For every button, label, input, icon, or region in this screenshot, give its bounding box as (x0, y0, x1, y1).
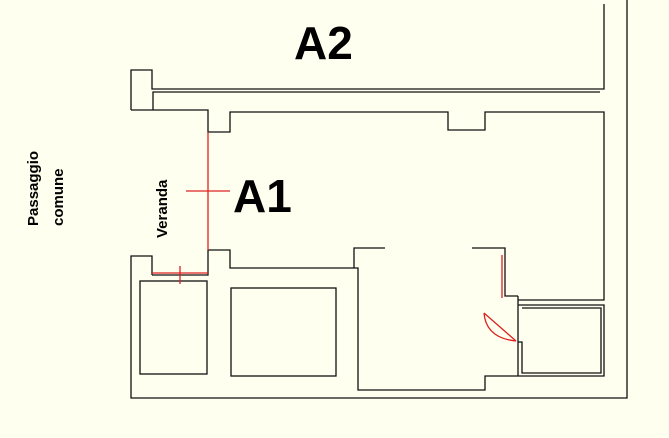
lower-rooms (139, 250, 337, 377)
openings (152, 132, 517, 342)
outer-boundary (130, 0, 628, 399)
veranda-label: Veranda (154, 179, 171, 238)
bathroom-door-leaf (483, 312, 517, 342)
bathroom-door-swing (483, 312, 517, 342)
bathroom-block (517, 296, 605, 377)
passage-label-line1: Passaggio (25, 151, 42, 226)
unit-a1-label: A1 (233, 170, 292, 222)
passage-label-line2: comune (50, 168, 67, 226)
unit-a1-walls (131, 109, 605, 391)
building-a2-outline (130, 4, 605, 110)
unit-a2-label: A2 (294, 17, 353, 69)
